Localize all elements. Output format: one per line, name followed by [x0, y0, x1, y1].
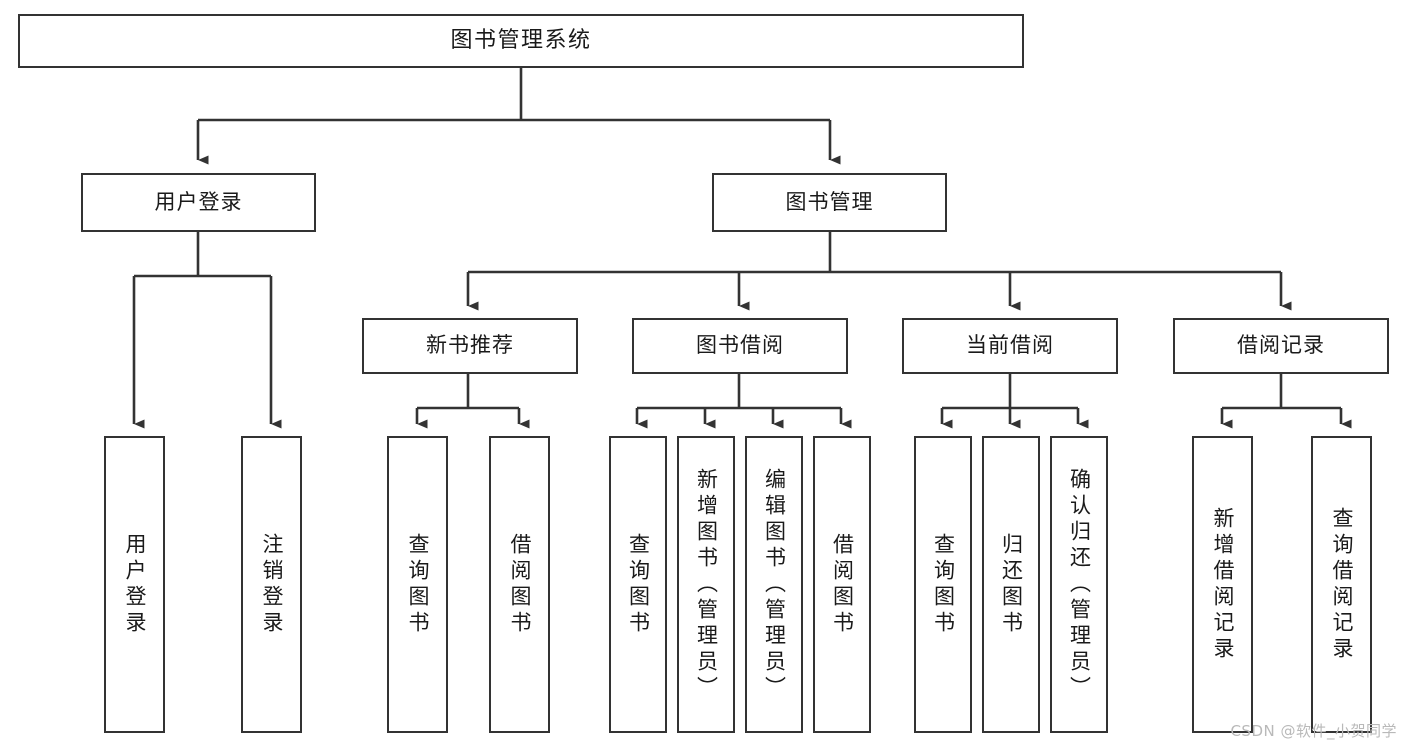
node-label: 查询借阅记录 — [1330, 506, 1354, 663]
leaf-logout[interactable]: 注销登录 — [241, 436, 302, 733]
leaf-query-book-newbook[interactable]: 查询图书 — [387, 436, 448, 733]
watermark-text: CSDN @软件_小贺同学 — [1230, 722, 1397, 740]
leaf-query-book-current[interactable]: 查询图书 — [914, 436, 972, 733]
node-label: 确认归还（管理员） — [1067, 467, 1092, 702]
leaf-borrow-book-newbook[interactable]: 借阅图书 — [489, 436, 550, 733]
node-book-management[interactable]: 图书管理 — [712, 173, 947, 232]
node-label: 归还图书 — [999, 532, 1024, 637]
node-borrow-records[interactable]: 借阅记录 — [1173, 318, 1389, 374]
leaf-edit-book-admin[interactable]: 编辑图书（管理员） — [745, 436, 803, 733]
node-label: 图书管理系统 — [450, 27, 592, 53]
node-label: 图书借阅 — [696, 333, 784, 358]
leaf-return-book[interactable]: 归还图书 — [982, 436, 1040, 733]
leaf-borrow-book[interactable]: 借阅图书 — [813, 436, 871, 733]
node-label: 查询图书 — [626, 532, 651, 637]
leaf-confirm-return-admin[interactable]: 确认归还（管理员） — [1050, 436, 1108, 733]
node-label: 新增图书（管理员） — [694, 467, 719, 702]
node-label: 借阅记录 — [1237, 333, 1325, 358]
node-label: 编辑图书（管理员） — [762, 467, 787, 702]
node-user-login[interactable]: 用户登录 — [81, 173, 316, 232]
node-label: 查询图书 — [406, 532, 430, 637]
node-label: 用户登录 — [123, 532, 147, 637]
node-label: 借阅图书 — [508, 532, 532, 637]
node-root-system[interactable]: 图书管理系统 — [18, 14, 1024, 68]
leaf-query-book-borrow[interactable]: 查询图书 — [609, 436, 667, 733]
node-book-borrowing[interactable]: 图书借阅 — [632, 318, 848, 374]
node-current-borrowing[interactable]: 当前借阅 — [902, 318, 1118, 374]
node-new-book-recommend[interactable]: 新书推荐 — [362, 318, 578, 374]
node-label: 当前借阅 — [966, 333, 1054, 358]
leaf-user-login[interactable]: 用户登录 — [104, 436, 165, 733]
node-label: 图书管理 — [785, 189, 874, 214]
leaf-add-book-admin[interactable]: 新增图书（管理员） — [677, 436, 735, 733]
node-label: 新增借阅记录 — [1211, 506, 1235, 663]
node-label: 注销登录 — [260, 532, 284, 637]
node-label: 新书推荐 — [426, 333, 514, 358]
node-label: 用户登录 — [154, 189, 243, 214]
node-label: 查询图书 — [931, 532, 956, 637]
leaf-add-borrow-record[interactable]: 新增借阅记录 — [1192, 436, 1253, 733]
node-label: 借阅图书 — [830, 532, 855, 637]
leaf-query-borrow-record[interactable]: 查询借阅记录 — [1311, 436, 1372, 733]
